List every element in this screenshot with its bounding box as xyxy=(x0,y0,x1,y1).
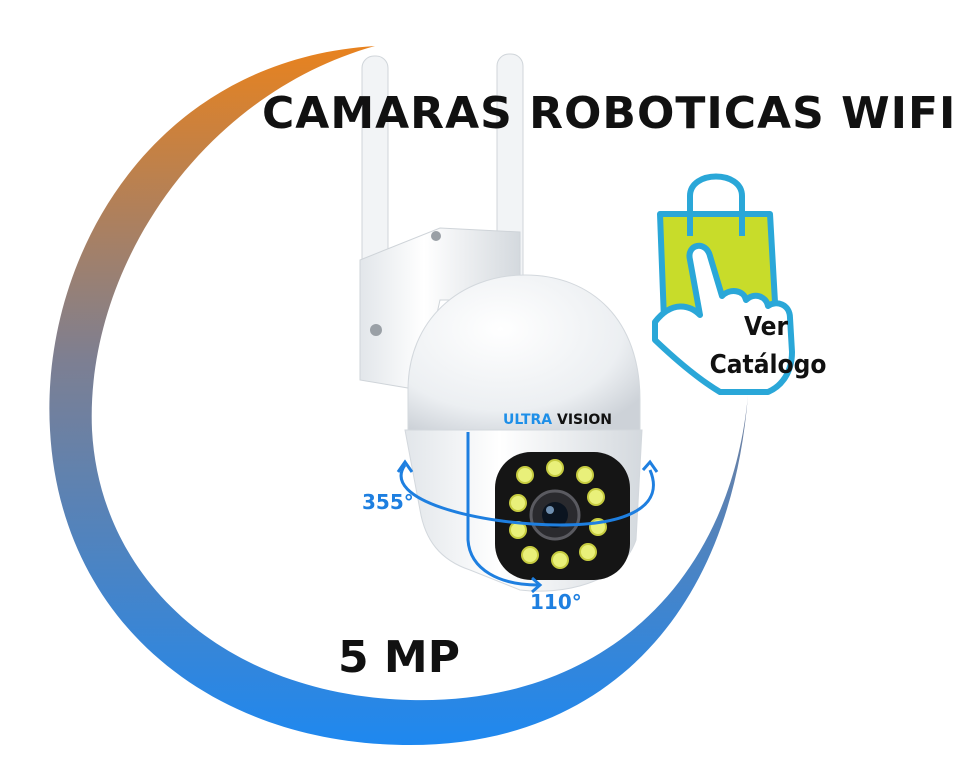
brand-part1: ULTRA xyxy=(503,412,553,428)
wall-bracket xyxy=(359,227,521,391)
camera-brand-logo: ULTRA VISION xyxy=(503,412,612,428)
page-title: CAMARAS ROBOTICAS WIFI xyxy=(262,88,957,139)
view-catalog-button[interactable]: Ver Catálogo xyxy=(646,178,827,398)
lens-panel xyxy=(495,452,630,580)
brand-part2: VISION xyxy=(557,412,612,428)
rotation-arrow-icon xyxy=(396,432,659,594)
tilt-angle-label: 110° xyxy=(530,590,582,614)
pan-angle-label: 355° xyxy=(362,490,414,514)
hand-pointer-icon xyxy=(652,243,795,395)
catalog-line2: Catálogo xyxy=(709,350,827,380)
camera-dome xyxy=(407,274,641,431)
resolution-label: 5 MP xyxy=(338,632,460,683)
catalog-line1: Ver xyxy=(743,312,789,342)
